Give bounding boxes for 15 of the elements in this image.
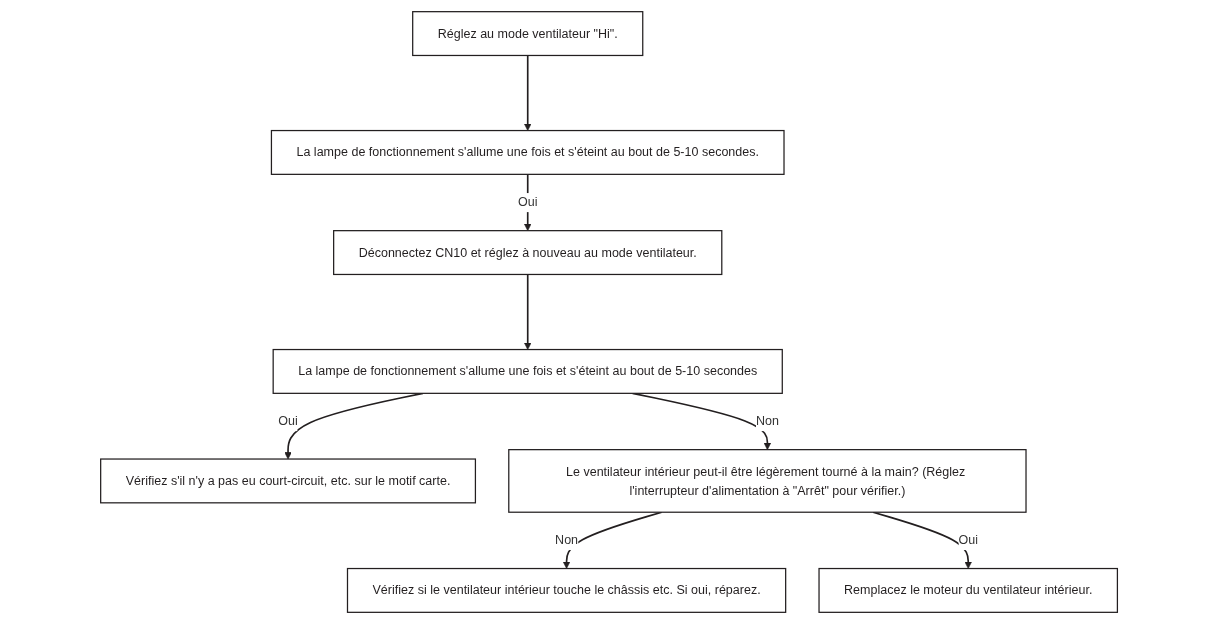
node-box: Vérifiez si le ventilateur intérieur touche le châssis etc. Si oui, réparez. [347,567,787,613]
arrow [524,54,532,131]
edge-label: Oui [518,194,538,209]
node-box: Réglez au mode ventilateur "Hi". [412,11,644,57]
node-box: Le ventilateur intérieur peut-il être légèrement tourné à la main? (Réglez l'interrupteur d'alimentation à "Arrêt" pour vérifier.) [508,449,1028,513]
edge-label: Oui [958,532,979,547]
node-box: La lampe de fonctionnement s'allume une fois et s'éteint au bout de 5-10 secondes. [271,129,786,175]
node-box: La lampe de fonctionnement s'allume une fois et s'éteint au bout de 5-10 secondes [273,348,784,394]
edge-label: Oui [278,413,299,428]
node-box: Déconnectez CN10 et réglez à nouveau au mode ventilateur. [333,230,723,276]
edge-label: Non [756,413,780,428]
edge-label: Non [555,532,579,547]
arrow [524,273,532,350]
node-box: Vérifiez s'il n'y a pas eu court-circuit, etc. sur le motif carte. [100,458,477,504]
node-box: Remplacez le moteur du ventilateur intérieur. [818,567,1119,613]
